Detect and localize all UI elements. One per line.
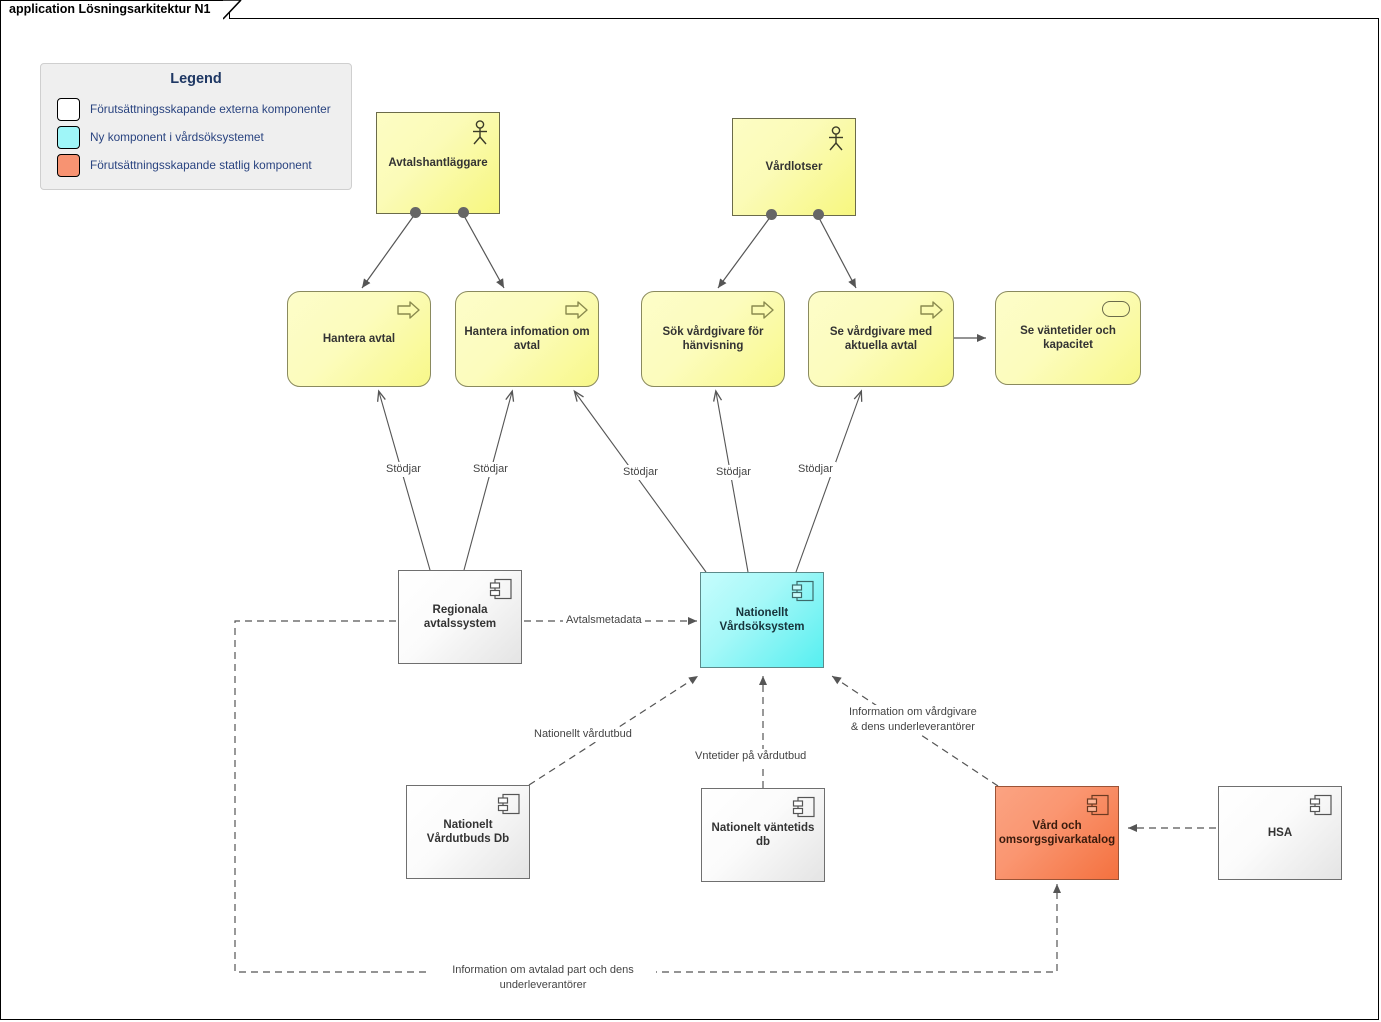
component-hsa[interactable]: HSA	[1218, 786, 1342, 880]
component-label: Regionala avtalssystem	[423, 603, 497, 630]
edge-label-nationellt-vardutbud: Nationellt vårdutbud	[531, 727, 635, 742]
process-arrow-icon	[565, 301, 588, 319]
diagram-frame	[0, 18, 1379, 1020]
diagram-title-tab: application Lösningsarkitektur N1	[0, 0, 242, 20]
legend-panel: Legend Förutsättningsskapande externa ko…	[40, 63, 352, 190]
process-label: Se vårdgivare med aktuella avtal	[829, 325, 933, 352]
process-hantera-avtal[interactable]: Hantera avtal	[287, 291, 431, 387]
process-label: Sök vårdgivare för hänvisning	[662, 325, 764, 352]
process-arrow-icon	[751, 301, 774, 319]
edge-label-line-1: Information om avtalad part och dens	[452, 964, 634, 976]
component-label: Vård och omsorgsgivarkatalog	[998, 819, 1116, 846]
process-label: Se väntetider och kapacitet	[1020, 324, 1116, 351]
legend-label-new: Ny komponent i vårdsöksystemet	[90, 130, 264, 144]
interface-ball	[458, 207, 469, 218]
page-title: application Lösningsarkitektur N1	[9, 2, 211, 16]
component-label: Nationelt Vårdutbuds Db	[426, 818, 510, 845]
edge-label-vntetider-pa-vardutbud: Vntetider på vårdutbud	[692, 749, 810, 764]
edge-label-information-om-vardgivare: Information om vårdgivare & dens underle…	[846, 705, 980, 735]
process-label: Hantera avtal	[322, 332, 396, 345]
process-arrow-icon	[920, 301, 943, 319]
interface-ball	[410, 207, 421, 218]
component-icon	[497, 793, 520, 815]
component-icon	[791, 580, 814, 602]
process-sok-vardgivare-for-hanvisning[interactable]: Sök vårdgivare för hänvisning	[641, 291, 785, 387]
component-regionala-avtalssystem[interactable]: Regionala avtalssystem	[398, 570, 522, 664]
component-label: Nationelt väntetids db	[711, 821, 815, 848]
actor-avtalshantlaggare[interactable]: Avtalshantläggare	[376, 112, 500, 218]
legend-item-external: Förutsättningsskapande externa komponent…	[57, 96, 331, 122]
legend-title: Legend	[170, 71, 222, 87]
component-label: HSA	[1267, 826, 1293, 839]
edge-label-stodjar-3: Stödjar	[620, 465, 661, 480]
component-icon	[1309, 794, 1332, 816]
legend-swatch-new	[57, 125, 80, 149]
edge-label-line-2: & dens underleverantörer	[850, 720, 975, 733]
process-se-vardgivare-med-aktuella-avtal[interactable]: Se vårdgivare med aktuella avtal	[808, 291, 954, 387]
component-nationellt-vardsoksystem[interactable]: Nationellt Vårdsöksystem	[700, 572, 824, 668]
component-nationelt-vardutbuds-db[interactable]: Nationelt Vårdutbuds Db	[406, 785, 530, 879]
title-tab-slant-icon	[223, 0, 242, 20]
component-label: Nationellt Vårdsöksystem	[719, 606, 805, 633]
legend-swatch-state	[57, 153, 80, 177]
edge-label-avtalsmetadata: Avtalsmetadata	[563, 613, 645, 628]
actor-label: Vårdlotser	[765, 160, 823, 173]
component-icon	[792, 796, 815, 818]
legend-swatch-external	[57, 97, 80, 121]
interface-ball	[766, 209, 777, 220]
component-icon	[1086, 794, 1109, 816]
process-se-vantetider-och-kapacitet[interactable]: Se väntetider och kapacitet	[995, 291, 1141, 385]
process-label: Hantera infomation om avtal	[464, 325, 590, 352]
edge-label-line-1: Information om vårdgivare	[849, 706, 977, 718]
service-pill-icon	[1102, 301, 1130, 317]
legend-label-external: Förutsättningsskapande externa komponent…	[90, 102, 331, 116]
edge-label-stodjar-4: Stödjar	[713, 465, 754, 480]
component-nationelt-vantetids-db[interactable]: Nationelt väntetids db	[701, 788, 825, 882]
edge-label-stodjar-5: Stödjar	[795, 462, 836, 477]
legend-label-state: Förutsättningsskapande statlig komponent	[90, 158, 312, 172]
component-vard-och-omsorgsgivarkatalog[interactable]: Vård och omsorgsgivarkatalog	[995, 786, 1119, 880]
interface-ball	[813, 209, 824, 220]
process-hantera-information-om-avtal[interactable]: Hantera infomation om avtal	[455, 291, 599, 387]
actor-icon	[829, 126, 843, 151]
actor-icon	[473, 120, 487, 145]
edge-label-line-2: underleverantörer	[499, 978, 587, 991]
process-arrow-icon	[397, 301, 420, 319]
edge-label-stodjar-2: Stödjar	[470, 462, 511, 477]
edge-label-stodjar-1: Stödjar	[383, 462, 424, 477]
legend-item-state: Förutsättningsskapande statlig komponent	[57, 152, 312, 178]
actor-vardlotser[interactable]: Vårdlotser	[732, 118, 856, 220]
component-icon	[489, 578, 512, 600]
actor-label: Avtalshantläggare	[388, 156, 488, 169]
legend-item-new: Ny komponent i vårdsöksystemet	[57, 124, 264, 150]
edge-label-information-om-avtalad-part: Information om avtalad part och dens und…	[430, 963, 656, 993]
